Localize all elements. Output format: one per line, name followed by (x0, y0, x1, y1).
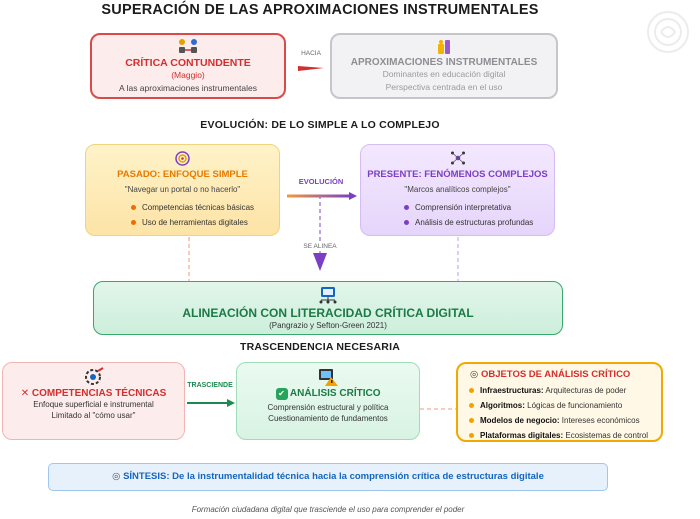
pasado-quote: "Navegar un portal o no hacerlo" (124, 185, 241, 194)
list-item: Competencias técnicas básicas (128, 200, 279, 215)
objetos-title: ◎ OBJETOS DE ANÁLISIS CRÍTICO (470, 369, 661, 380)
item-key: Plataformas digitales: (480, 431, 564, 440)
gear-head-icon (3, 367, 184, 387)
analisis-title-text: ANÁLISIS CRÍTICO (289, 388, 381, 399)
aprox-title: APROXIMACIONES INSTRUMENTALES (350, 57, 538, 68)
critica-desc: A las aproximaciones instrumentales (119, 83, 257, 93)
list-item: Análisis de estructuras profundas (401, 215, 554, 230)
tools-icon (332, 38, 556, 56)
trascendencia-section-title: TRASCENDENCIA NECESARIA (240, 341, 400, 353)
analysis-screen-icon (237, 367, 419, 387)
list-item: Infraestructuras: Arquitecturas de poder (466, 383, 661, 398)
cross-icon: ✕ (20, 388, 30, 399)
presente-title: PRESENTE: FENÓMENOS COMPLEJOS (367, 169, 548, 180)
list-item: Modelos de negocio: Intereses económicos (466, 413, 661, 428)
list-item: Comprensión interpretativa (401, 200, 554, 215)
competencias-title-text: COMPETENCIAS TÉCNICAS (31, 388, 167, 399)
item-key: Algoritmos: (480, 401, 525, 410)
presente-list: Comprensión interpretativa Análisis de e… (401, 200, 554, 230)
competencias-box: ✕ COMPETENCIAS TÉCNICAS Enfoque superfic… (2, 362, 185, 440)
item-key: Modelos de negocio: (480, 416, 560, 425)
pasado-list: Competencias técnicas básicas Uso de her… (128, 200, 279, 230)
hacia-label: HACIA (301, 50, 321, 57)
list-item: Algoritmos: Lógicas de funcionamiento (466, 398, 661, 413)
list-item: Uso de herramientas digitales (128, 215, 279, 230)
aprox-line1: Dominantes en educación digital (382, 69, 506, 79)
aprox-line2: Perspectiva centrada en el uso (385, 82, 503, 92)
critica-title: CRÍTICA CONTUNDENTE (125, 57, 251, 69)
target-icon: ◎ (470, 369, 479, 380)
network-icon (361, 150, 554, 166)
competencias-line2: Limitado al "cómo usar" (51, 411, 136, 420)
evolucion-arrow (287, 187, 357, 200)
seal-icon (646, 10, 690, 54)
pasado-box: PASADO: ENFOQUE SIMPLE "Navegar un porta… (85, 144, 280, 236)
item-value: Lógicas de funcionamiento (524, 401, 623, 410)
pasado-title: PASADO: ENFOQUE SIMPLE (117, 169, 248, 180)
objetos-box: ◎ OBJETOS DE ANÁLISIS CRÍTICO Infraestru… (456, 362, 663, 442)
alineacion-ref: (Pangrazio y Sefton-Green 2021) (269, 321, 387, 330)
analisis-line1: Comprensión estructural y política (267, 403, 389, 412)
computer-network-icon (94, 286, 562, 304)
list-item: Plataformas digitales: Ecosistemas de co… (466, 428, 661, 443)
objetos-connector (420, 398, 456, 410)
analisis-box: ✔ ANÁLISIS CRÍTICO Comprensión estructur… (236, 362, 420, 440)
sintesis-box: ◎ SÍNTESIS: De la instrumentalidad técni… (48, 463, 608, 491)
connector-lines (0, 195, 700, 285)
evolucion-label: EVOLUCIÓN (298, 177, 344, 186)
target-icon: ◎ (112, 471, 121, 482)
aprox-box: APROXIMACIONES INSTRUMENTALES Dominantes… (330, 33, 558, 99)
critica-author: (Maggio) (171, 70, 205, 80)
analisis-title: ✔ ANÁLISIS CRÍTICO (237, 388, 419, 400)
presente-box: PRESENTE: FENÓMENOS COMPLEJOS "Marcos an… (360, 144, 555, 236)
page-title: SUPERACIÓN DE LAS APROXIMACIONES INSTRUM… (101, 2, 539, 18)
hacia-arrow (298, 60, 324, 71)
trasciende-arrow (187, 394, 235, 407)
competencias-line1: Enfoque superficial e instrumental (33, 400, 154, 409)
objetos-title-text: OBJETOS DE ANÁLISIS CRÍTICO (480, 369, 631, 380)
alineacion-title: ALINEACIÓN CON LITERACIDAD CRÍTICA DIGIT… (182, 306, 474, 320)
competencias-title: ✕ COMPETENCIAS TÉCNICAS (3, 388, 184, 399)
objetos-list: Infraestructuras: Arquitecturas de poder… (466, 383, 661, 443)
item-value: Arquitecturas de poder (543, 386, 627, 395)
alineacion-box: ALINEACIÓN CON LITERACIDAD CRÍTICA DIGIT… (93, 281, 563, 335)
check-icon: ✔ (275, 388, 288, 400)
target-icon (86, 150, 279, 166)
item-value: Intereses económicos (559, 416, 640, 425)
critica-box: CRÍTICA CONTUNDENTE (Maggio) A las aprox… (90, 33, 286, 99)
people-network-icon (92, 38, 284, 56)
se-alinea-label: SE ALINEA (290, 243, 350, 250)
footer-caption: Formación ciudadana digital que trascien… (191, 505, 465, 514)
item-value: Ecosistemas de control (563, 431, 649, 440)
trasciende-label: TRASCIENDE (187, 382, 233, 389)
item-key: Infraestructuras: (480, 386, 544, 395)
evolucion-section-title: EVOLUCIÓN: DE LO SIMPLE A LO COMPLEJO (200, 119, 440, 131)
presente-quote: "Marcos analíticos complejos" (404, 185, 511, 194)
sintesis-text: SÍNTESIS: De la instrumentalidad técnica… (123, 471, 544, 482)
analisis-line2: Cuestionamiento de fundamentos (268, 414, 388, 423)
